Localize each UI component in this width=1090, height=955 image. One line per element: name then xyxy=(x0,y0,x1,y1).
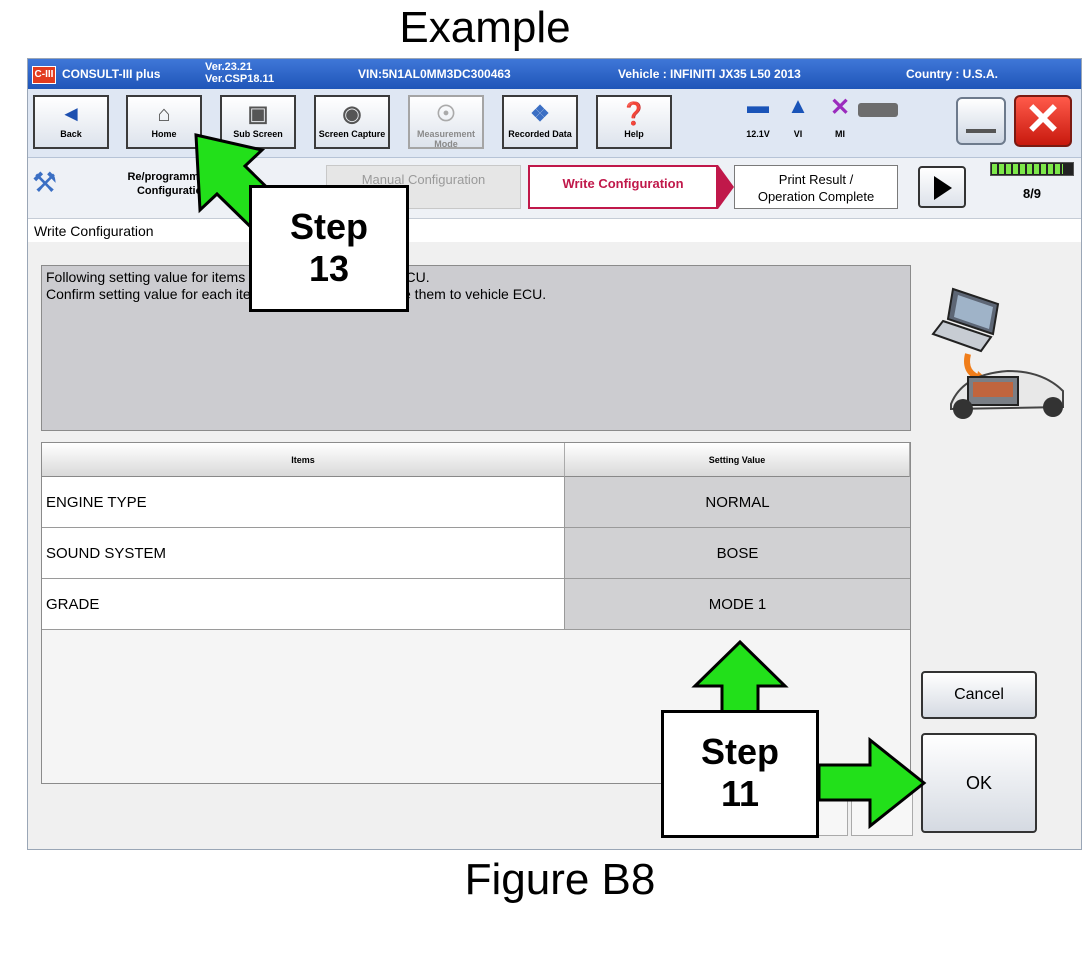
version-line-2: Ver.CSP18.11 xyxy=(205,73,275,85)
configuration-wrench-icon: ⚒ xyxy=(32,167,58,198)
step-reprogramming: Re/programming, Configuration xyxy=(127,171,219,197)
app-name: CONSULT-III plus xyxy=(62,67,161,81)
step-write-configuration: Write Configuration xyxy=(528,165,718,209)
screen-capture-button[interactable]: ◉ Screen Capture xyxy=(314,95,390,149)
row-item: ENGINE TYPE xyxy=(42,477,565,528)
close-icon: ✕ xyxy=(1024,95,1062,144)
home-icon: ⌂ xyxy=(157,101,171,126)
back-arrow-icon: ◄ xyxy=(60,101,82,126)
vin-label: VIN:5N1AL0MM3DC300463 xyxy=(358,67,511,81)
camera-icon: ◉ xyxy=(342,101,362,126)
row-item: GRADE xyxy=(42,579,565,630)
screen-capture-label: Screen Capture xyxy=(318,129,386,139)
recorded-data-icon: ❖ xyxy=(530,101,550,126)
recorded-data-label: Recorded Data xyxy=(508,129,572,139)
row-value: BOSE xyxy=(565,528,910,579)
vehicle-label: Vehicle : INFINITI JX35 L50 2013 xyxy=(618,67,801,81)
sub-screen-icon: ▣ xyxy=(247,101,269,126)
progress-text: 8/9 xyxy=(1022,186,1042,201)
sub-screen-button[interactable]: ▣ Sub Screen xyxy=(220,95,296,149)
progress-bar xyxy=(990,162,1074,176)
figure-caption: Figure B8 xyxy=(464,855,656,904)
print-result-line1: Print Result / xyxy=(778,172,854,187)
measurement-mode-label: Measurement Mode xyxy=(416,129,476,149)
step11-up-arrow xyxy=(691,639,789,714)
consult-logo-icon: C-III xyxy=(32,66,56,84)
cancel-button[interactable]: Cancel xyxy=(921,671,1037,719)
example-caption: Example xyxy=(399,3,571,52)
recorded-data-button[interactable]: ❖ Recorded Data xyxy=(502,95,578,149)
step-13-label: Step xyxy=(289,206,368,247)
help-icon: ❓ xyxy=(620,101,648,126)
measurement-mode-button[interactable]: ☉ Measurement Mode xyxy=(408,95,484,149)
page-title: Write Configuration xyxy=(34,223,154,239)
home-label: Home xyxy=(151,129,177,139)
progress-indicator: 8/9 xyxy=(990,162,1074,212)
sub-screen-label: Sub Screen xyxy=(233,129,283,139)
mi-label: MI xyxy=(835,129,845,139)
battery-icon xyxy=(858,103,898,117)
row-value: NORMAL xyxy=(565,477,910,528)
help-button[interactable]: ❓ Help xyxy=(596,95,672,149)
ok-button[interactable]: OK xyxy=(921,733,1037,833)
row-value: MODE 1 xyxy=(565,579,910,630)
table-header-setting-value: Setting Value xyxy=(565,443,910,477)
step-11-label: Step xyxy=(700,731,779,772)
country-label: Country : U.S.A. xyxy=(906,67,998,81)
title-bar: C-III CONSULT-III plus Ver.23.21 Ver.CSP… xyxy=(28,59,1081,89)
version-line-1: Ver.23.21 xyxy=(205,61,253,73)
table-header-items: Items xyxy=(42,443,565,477)
laptop-car-illustration xyxy=(931,287,1064,419)
step-11-number: 11 xyxy=(720,773,760,814)
help-label: Help xyxy=(624,129,644,139)
battery-voltage: 12.1V xyxy=(746,129,770,139)
progress-fill xyxy=(992,164,1063,174)
measurement-icon: ☉ xyxy=(436,101,456,126)
minimize-button[interactable] xyxy=(956,97,1006,145)
next-step-button[interactable] xyxy=(918,166,966,208)
status-area: ▬ 12.1V ▲ VI ✕ MI xyxy=(738,93,958,151)
back-button[interactable]: ◄ Back xyxy=(33,95,109,149)
message-box: Following setting value for items will b… xyxy=(41,265,911,431)
vi-label: VI xyxy=(793,129,803,139)
step-11-callout: Step 11 xyxy=(661,710,819,838)
row-item: SOUND SYSTEM xyxy=(42,528,565,579)
car-icon: ▬ xyxy=(747,93,769,118)
back-label: Back xyxy=(60,129,82,139)
step-13-number: 13 xyxy=(308,248,350,289)
signal-icon: ▲ xyxy=(787,93,809,118)
current-step-arrow xyxy=(718,165,734,209)
step-13-callout: Step 13 xyxy=(249,185,409,312)
step-print-result: Print Result / Operation Complete xyxy=(734,165,898,209)
close-button[interactable]: ✕ xyxy=(1014,95,1072,147)
consult-window: C-III CONSULT-III plus Ver.23.21 Ver.CSP… xyxy=(27,58,1082,850)
mi-x-icon: ✕ xyxy=(829,94,851,121)
minimize-icon xyxy=(966,129,996,133)
home-button[interactable]: ⌂ Home xyxy=(126,95,202,149)
version-info: Ver.23.21 Ver.CSP18.11 xyxy=(205,61,274,85)
step11-right-arrow xyxy=(817,736,927,830)
print-result-line2: Operation Complete xyxy=(757,189,875,204)
